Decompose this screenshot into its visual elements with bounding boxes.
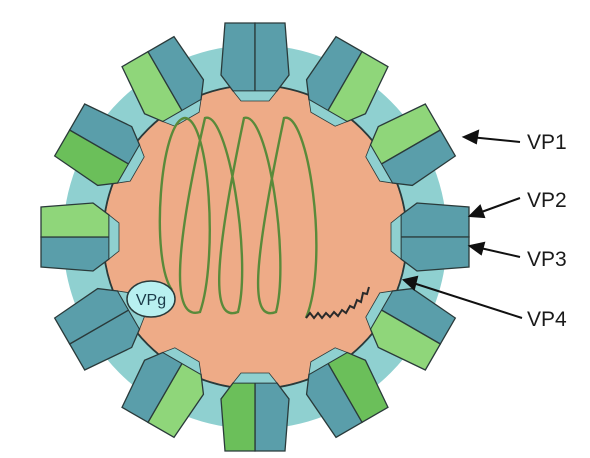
capsid-block: [221, 23, 255, 91]
vp4-segment: [109, 215, 119, 259]
vp2-label: VP2: [527, 189, 567, 212]
vp4-label: VP4: [527, 308, 567, 331]
capsid-block: [401, 237, 469, 271]
capsid: VPg: [41, 23, 469, 451]
capsid-block: [255, 23, 289, 91]
vp1-label: VP1: [527, 131, 567, 154]
capsid-block: [41, 237, 109, 271]
vp3-label: VP3: [527, 248, 567, 271]
capsid-core: [103, 85, 407, 389]
capsid-block: [255, 383, 289, 451]
capsid-block: [221, 383, 255, 451]
vp4-segment: [233, 373, 277, 383]
vp4-segment: [391, 215, 401, 259]
vp4-segment: [233, 91, 277, 101]
capsid-block: [41, 203, 109, 237]
vpg-label: VPg: [136, 292, 166, 309]
capsid-block: [401, 203, 469, 237]
